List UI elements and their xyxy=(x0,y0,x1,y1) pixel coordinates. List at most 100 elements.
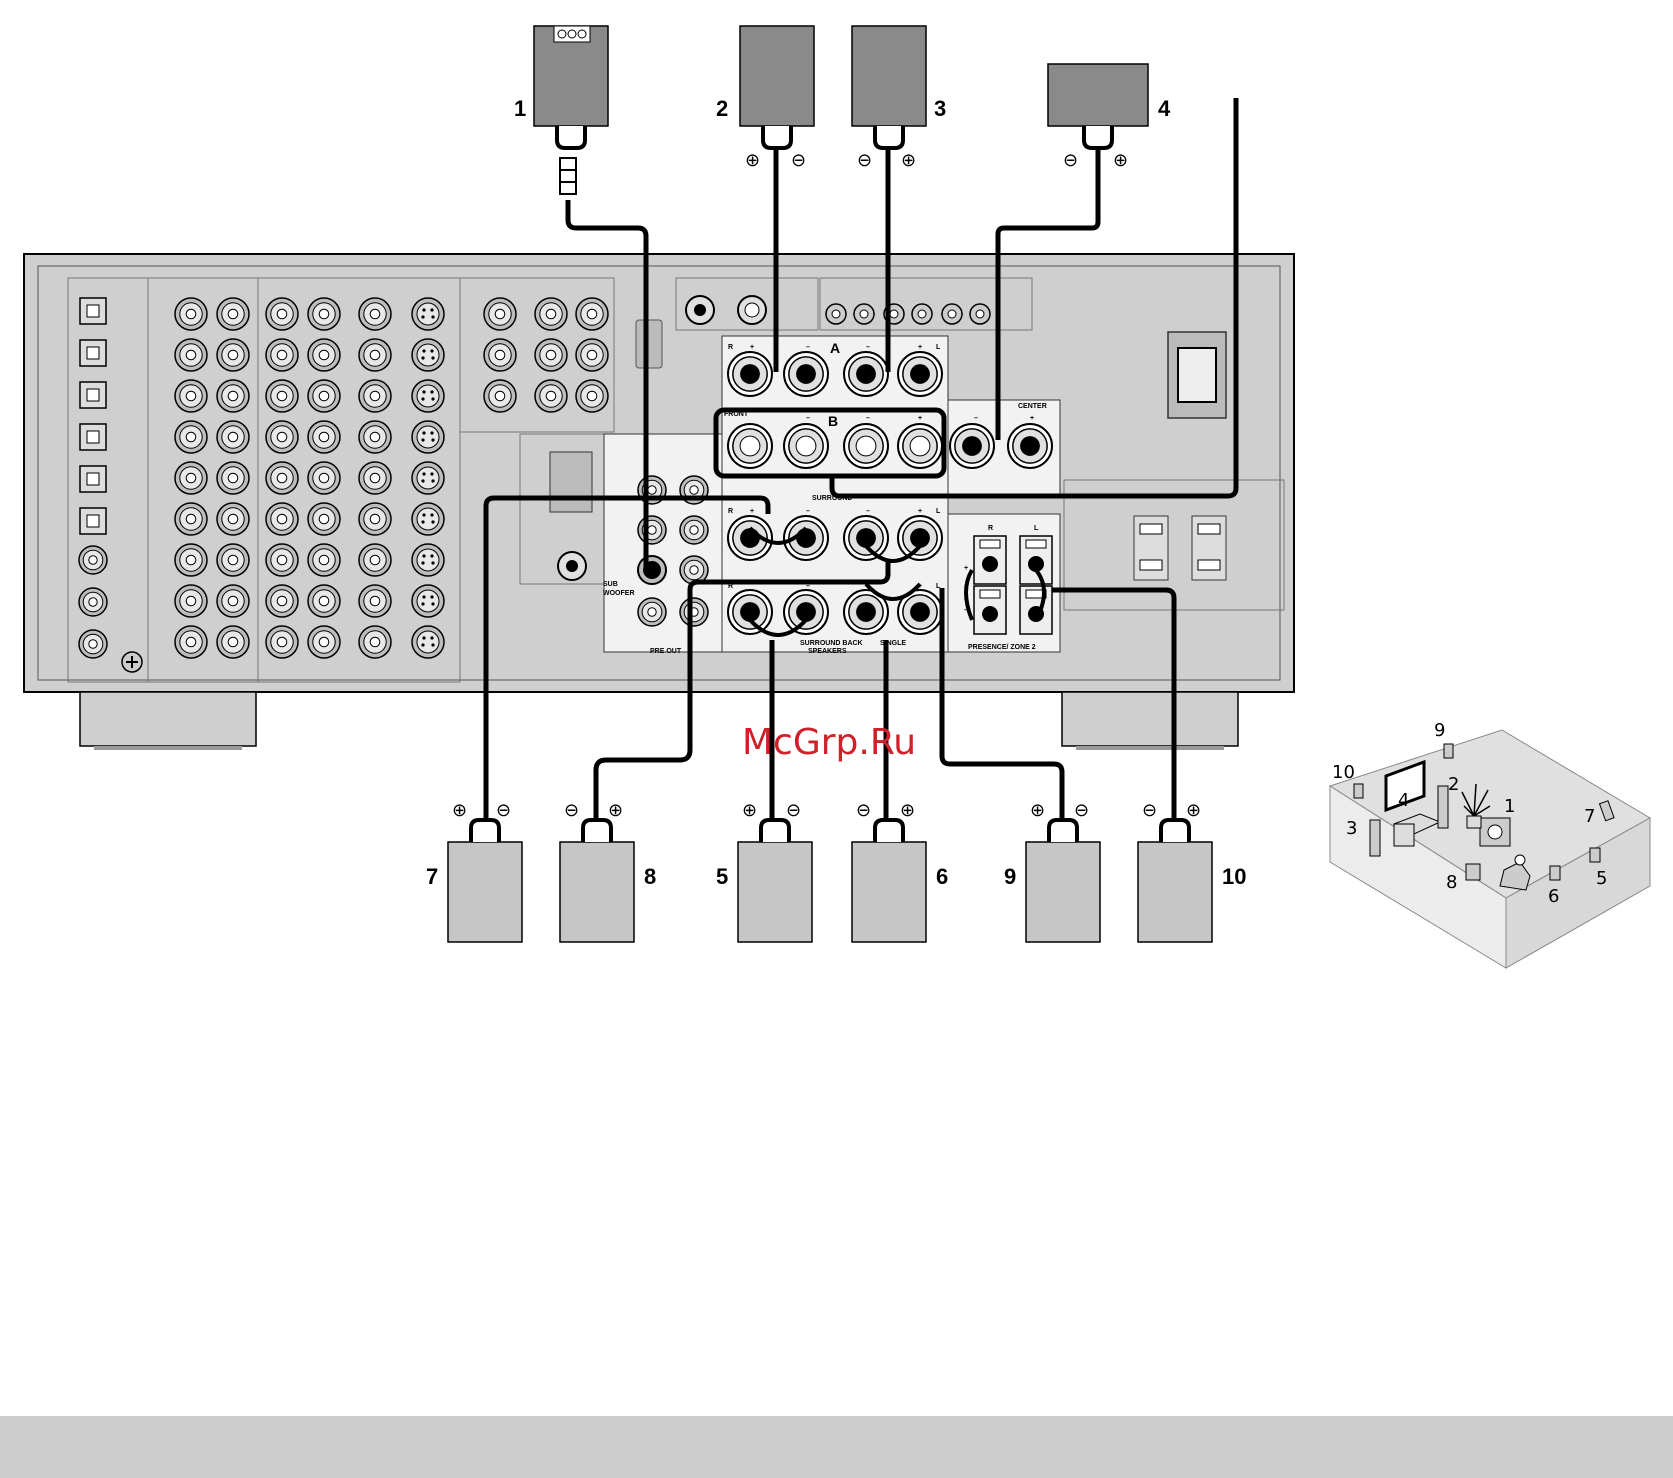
center-label: CENTER xyxy=(1018,403,1047,410)
rca-jack xyxy=(175,503,207,535)
polarity-label: + xyxy=(918,508,922,515)
rca-jack xyxy=(308,462,340,494)
polarity-sign: ⊖ xyxy=(1142,800,1157,821)
polarity-label: – xyxy=(964,607,968,614)
rca-jack xyxy=(680,516,708,544)
room-label: 2 xyxy=(1448,774,1459,795)
optical-jack xyxy=(80,424,106,450)
polarity-label: – xyxy=(806,415,810,422)
rca-jack xyxy=(638,598,666,626)
rca-jack xyxy=(175,462,207,494)
room-label: 10 xyxy=(1332,762,1355,783)
rca-jack xyxy=(217,421,249,453)
svideo-jack xyxy=(412,380,444,412)
rca-jack xyxy=(359,626,391,658)
speaker-9: 9⊕⊖ xyxy=(1004,800,1100,942)
polarity-label: + xyxy=(918,344,922,351)
polarity-sign: ⊕ xyxy=(452,800,467,821)
rca-jack xyxy=(266,462,298,494)
footer-bar xyxy=(0,1416,1673,1478)
front-b-label: B xyxy=(828,413,838,429)
front-b-terminal xyxy=(728,424,772,468)
optical-jack xyxy=(80,340,106,366)
rs232-port xyxy=(636,320,662,368)
rca-jack xyxy=(308,298,340,330)
room-layout-illustration: 91021437865 xyxy=(1330,720,1650,968)
rca-jack xyxy=(217,585,249,617)
svideo-jack xyxy=(412,544,444,576)
rca-jack xyxy=(359,544,391,576)
speaker-number: 9 xyxy=(1004,864,1016,889)
polarity-label: – xyxy=(866,344,870,351)
pre-out-label: PRE OUT xyxy=(650,648,682,655)
polarity-label: R xyxy=(728,508,733,515)
polarity-sign: ⊕ xyxy=(745,150,760,171)
room-label: 7 xyxy=(1584,806,1595,827)
receiver-rear-panel: PRE OUT SUB WOOFER A B FRONT CENTER SURR… xyxy=(24,254,1294,750)
svideo-jack xyxy=(412,503,444,535)
presence-zone2-label: PRESENCE/ ZONE 2 xyxy=(968,644,1036,651)
polarity-label: – xyxy=(974,415,978,422)
svideo-jack xyxy=(412,298,444,330)
surround-terminal xyxy=(844,516,888,560)
polarity-sign: ⊕ xyxy=(901,150,916,171)
rca-jack xyxy=(266,585,298,617)
polarity-sign: ⊖ xyxy=(856,800,871,821)
polarity-sign: ⊕ xyxy=(1186,800,1201,821)
speaker-number: 4 xyxy=(1158,96,1171,121)
subwoofer-preout-jack xyxy=(638,556,666,584)
rca-jack xyxy=(484,339,516,371)
polarity-label: – xyxy=(866,508,870,515)
optical-jack xyxy=(80,508,106,534)
optical-jack xyxy=(80,466,106,492)
center-terminal xyxy=(1008,424,1052,468)
rca-jack xyxy=(308,339,340,371)
room-label: 9 xyxy=(1434,720,1445,741)
rca-jack xyxy=(217,462,249,494)
rca-jack xyxy=(359,421,391,453)
rca-jack xyxy=(217,380,249,412)
room-speaker xyxy=(1370,820,1380,856)
speaker-8: 8⊖⊕ xyxy=(560,800,656,942)
polarity-label: + xyxy=(1030,415,1034,422)
rca-jack xyxy=(535,298,567,330)
polarity-sign: ⊖ xyxy=(496,800,511,821)
rca-jack xyxy=(308,544,340,576)
polarity-label: + xyxy=(750,344,754,351)
mini-jack xyxy=(854,304,874,324)
polarity-label: + xyxy=(750,508,754,515)
room-speaker xyxy=(1590,848,1600,862)
center-terminal xyxy=(950,424,994,468)
rca-jack xyxy=(217,339,249,371)
polarity-label: – xyxy=(806,508,810,515)
speaker-6: 6⊖⊕ xyxy=(852,800,948,942)
polarity-sign: ⊕ xyxy=(1030,800,1045,821)
rca-jack xyxy=(359,380,391,412)
optical-jack xyxy=(80,298,106,324)
rca-jack xyxy=(484,380,516,412)
rca-jack xyxy=(576,298,608,330)
speaker-number: 1 xyxy=(514,96,526,121)
presence-terminal xyxy=(974,536,1006,584)
mini-jack xyxy=(970,304,990,324)
presence-terminal xyxy=(1020,536,1052,584)
room-label: 3 xyxy=(1346,818,1357,839)
rca-jack xyxy=(308,585,340,617)
front-label: FRONT xyxy=(724,411,749,418)
mini-jack xyxy=(912,304,932,324)
rca-jack xyxy=(359,503,391,535)
speaker-number: 2 xyxy=(716,96,728,121)
rca-jack xyxy=(175,380,207,412)
polarity-label: R xyxy=(728,344,733,351)
rca-jack xyxy=(308,503,340,535)
polarity-label: + xyxy=(964,565,968,572)
coaxial-jack xyxy=(79,630,107,658)
rca-jack xyxy=(217,503,249,535)
polarity-label: + xyxy=(918,583,922,590)
speaker-number: 3 xyxy=(934,96,946,121)
room-speaker xyxy=(1354,784,1363,798)
svideo-jack xyxy=(412,462,444,494)
presence-terminal xyxy=(1020,586,1052,634)
rca-jack xyxy=(217,626,249,658)
rca-jack xyxy=(484,298,516,330)
